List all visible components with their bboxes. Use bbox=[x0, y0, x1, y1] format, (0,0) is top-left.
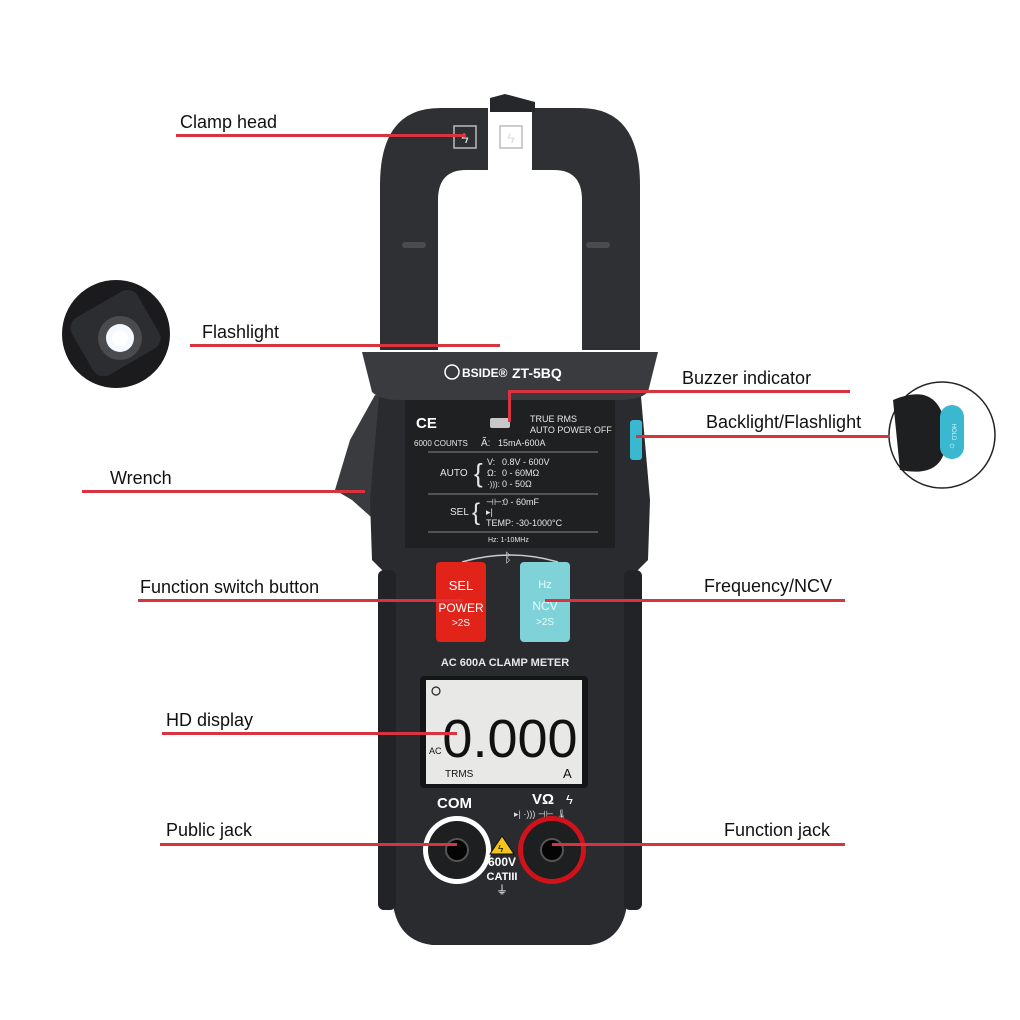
auto-off-icon bbox=[431, 686, 441, 696]
brand-logo-icon bbox=[444, 364, 460, 380]
auto-brace: { bbox=[474, 458, 483, 488]
label-frequency-ncv: Frequency/NCV bbox=[704, 576, 833, 596]
continuity-symbol: ·))): bbox=[487, 480, 500, 489]
label-backlight-flashlight: Backlight/Flashlight bbox=[706, 412, 862, 432]
hz-range: Hz: 1-10MHz bbox=[488, 537, 529, 544]
ce-mark: CE bbox=[416, 415, 437, 432]
buzzer-indicator-led bbox=[490, 418, 510, 428]
lead-flashlight bbox=[190, 344, 500, 347]
bolt-icon-left: ϟ bbox=[461, 130, 469, 146]
model-name: ZT-5BQ bbox=[512, 365, 562, 381]
lead-backlight bbox=[636, 435, 890, 438]
func-bolt-icon: ϟ bbox=[566, 792, 573, 807]
backlight-inset-body bbox=[893, 394, 947, 472]
lead-function-switch bbox=[138, 599, 463, 602]
func-jack-label: VΩ bbox=[532, 791, 554, 808]
counts-label: 6000 COUNTS bbox=[414, 439, 468, 448]
side-backlight-button[interactable] bbox=[630, 420, 642, 460]
auto-spec-continuity: 0 - 50Ω bbox=[502, 479, 532, 489]
sel-button-line3: >2S bbox=[452, 618, 470, 629]
capacitor-symbol: ⊣⊢: bbox=[486, 497, 504, 507]
sel-button-line1: SEL bbox=[449, 578, 474, 593]
sel-button-line2: POWER bbox=[438, 601, 484, 615]
meter-title: AC 600A CLAMP METER bbox=[441, 657, 569, 669]
sel-power-button[interactable] bbox=[436, 562, 486, 642]
head-cap bbox=[362, 352, 658, 400]
sel-brace: { bbox=[472, 499, 480, 526]
lcd-trms-label: TRMS bbox=[445, 769, 474, 780]
lcd-ac-label: AC bbox=[429, 746, 442, 756]
sel-spec-temp: TEMP: -30-1000°C bbox=[486, 518, 563, 528]
label-public-jack: Public jack bbox=[166, 820, 253, 840]
jaw-left-icon-box bbox=[453, 125, 477, 149]
warning-triangle-icon bbox=[489, 835, 515, 855]
hz-button-line3: >2S bbox=[536, 617, 554, 628]
category-label: CATIII bbox=[487, 871, 518, 883]
rating-label: 600V bbox=[488, 855, 516, 869]
hz-ncv-button[interactable] bbox=[520, 562, 570, 642]
backlight-inset-button bbox=[940, 405, 964, 459]
side-grip-right bbox=[624, 570, 642, 910]
label-wrench: Wrench bbox=[110, 468, 172, 488]
lead-public-jack bbox=[160, 843, 457, 846]
lead-buzzer bbox=[508, 390, 850, 393]
diode-symbol: ▸| bbox=[486, 507, 493, 517]
clamp-tip bbox=[490, 94, 535, 112]
label-function-jack: Function jack bbox=[724, 820, 831, 840]
backlight-sun-icon: ☼ bbox=[948, 440, 956, 450]
auto-spec-ohm: 0 - 60MΩ bbox=[502, 468, 540, 478]
auto-power-off-label: AUTO POWER OFF bbox=[530, 425, 612, 435]
flashlight-lens-glow bbox=[112, 330, 128, 346]
label-buzzer-indicator: Buzzer indicator bbox=[682, 368, 812, 388]
clamp-jaws bbox=[380, 108, 640, 350]
func-symbols-icon: ▸| ·))) ⊣⊢ 🌡 bbox=[514, 809, 567, 819]
jaw-slot-right bbox=[586, 242, 610, 248]
bluetooth-arc bbox=[461, 554, 559, 563]
auto-spec-volt: 0.8V - 600V bbox=[502, 457, 550, 467]
jaw-slot-left bbox=[402, 242, 426, 248]
ohm-symbol: Ω: bbox=[487, 468, 496, 478]
lead-clamp-head bbox=[176, 134, 466, 137]
label-flashlight: Flashlight bbox=[202, 322, 280, 342]
true-rms-label: TRUE RMS bbox=[530, 414, 577, 424]
warning-bolt-icon: ϟ bbox=[498, 844, 504, 855]
hold-label: HOLD bbox=[950, 424, 956, 441]
amp-symbol: Ã: bbox=[481, 436, 490, 449]
auto-label: AUTO bbox=[440, 468, 468, 479]
hz-button-line2: NCV bbox=[532, 599, 557, 613]
lead-frequency bbox=[545, 599, 845, 602]
label-clamp-head: Clamp head bbox=[180, 112, 278, 132]
bluetooth-icon: ᛒ bbox=[504, 550, 512, 565]
brand-name: BSIDE® bbox=[462, 366, 508, 380]
bolt-icon-right: ϟ bbox=[507, 130, 515, 146]
lcd-reading: 0.000 bbox=[442, 709, 577, 769]
amp-range: 15mA-600A bbox=[498, 438, 546, 448]
sel-label: SEL bbox=[450, 507, 469, 518]
label-function-switch: Function switch button bbox=[140, 577, 320, 597]
ground-icon: ⏚ bbox=[496, 883, 508, 897]
com-label: COM bbox=[437, 795, 472, 812]
sel-spec-cap: 0 - 60mF bbox=[503, 497, 540, 507]
label-hd-display: HD display bbox=[166, 710, 254, 730]
lead-wrench bbox=[82, 490, 365, 493]
lead-hd-display bbox=[162, 732, 457, 735]
lead-buzzer-drop bbox=[508, 390, 511, 422]
lcd-unit-label: A bbox=[563, 766, 572, 781]
hz-button-line1: Hz bbox=[538, 579, 551, 591]
jaw-right-icon-box bbox=[499, 125, 523, 149]
volt-symbol: V: bbox=[487, 457, 495, 467]
side-grip-left bbox=[378, 570, 396, 910]
lead-function-jack bbox=[552, 843, 845, 846]
